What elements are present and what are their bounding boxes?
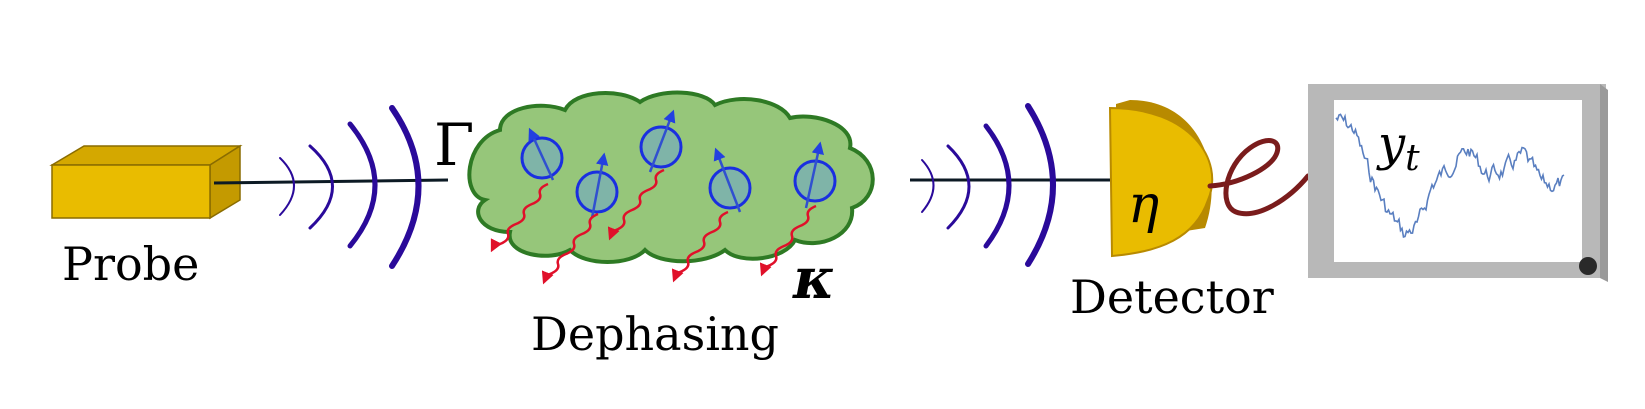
signal-trace (1335, 113, 1565, 239)
dephasing-label: Dephasing (531, 307, 779, 361)
photon-4 (671, 210, 729, 283)
spin-2 (575, 152, 619, 219)
signal-symbol-base: y (1376, 116, 1406, 172)
emitted-waves-left (279, 105, 422, 269)
monitor-knob (1579, 257, 1597, 275)
kappa-symbol: κ (792, 246, 835, 312)
spin-1 (520, 127, 564, 181)
spin-3 (639, 109, 683, 173)
eta-symbol: η (1128, 175, 1159, 235)
signal-monitor (1308, 84, 1608, 282)
probe-label: Probe (62, 237, 199, 291)
signal-symbol-subscript: t (1405, 138, 1420, 179)
spin-4 (708, 147, 752, 213)
emitted-waves-right (921, 103, 1056, 267)
photon-1 (490, 182, 549, 253)
photon-3 (607, 168, 665, 241)
dephasing-cloud (467, 90, 875, 264)
detector-icon (1108, 100, 1214, 258)
gamma-symbol: Γ (434, 111, 474, 179)
detector-label: Detector (1070, 270, 1274, 324)
spin-5 (793, 141, 837, 209)
signal-symbol: yt (1376, 116, 1420, 179)
photon-2 (541, 212, 599, 285)
dephasing-photons (490, 168, 817, 285)
photon-5 (759, 204, 817, 277)
probe-box (49, 144, 243, 220)
detector-cable (1207, 138, 1311, 217)
